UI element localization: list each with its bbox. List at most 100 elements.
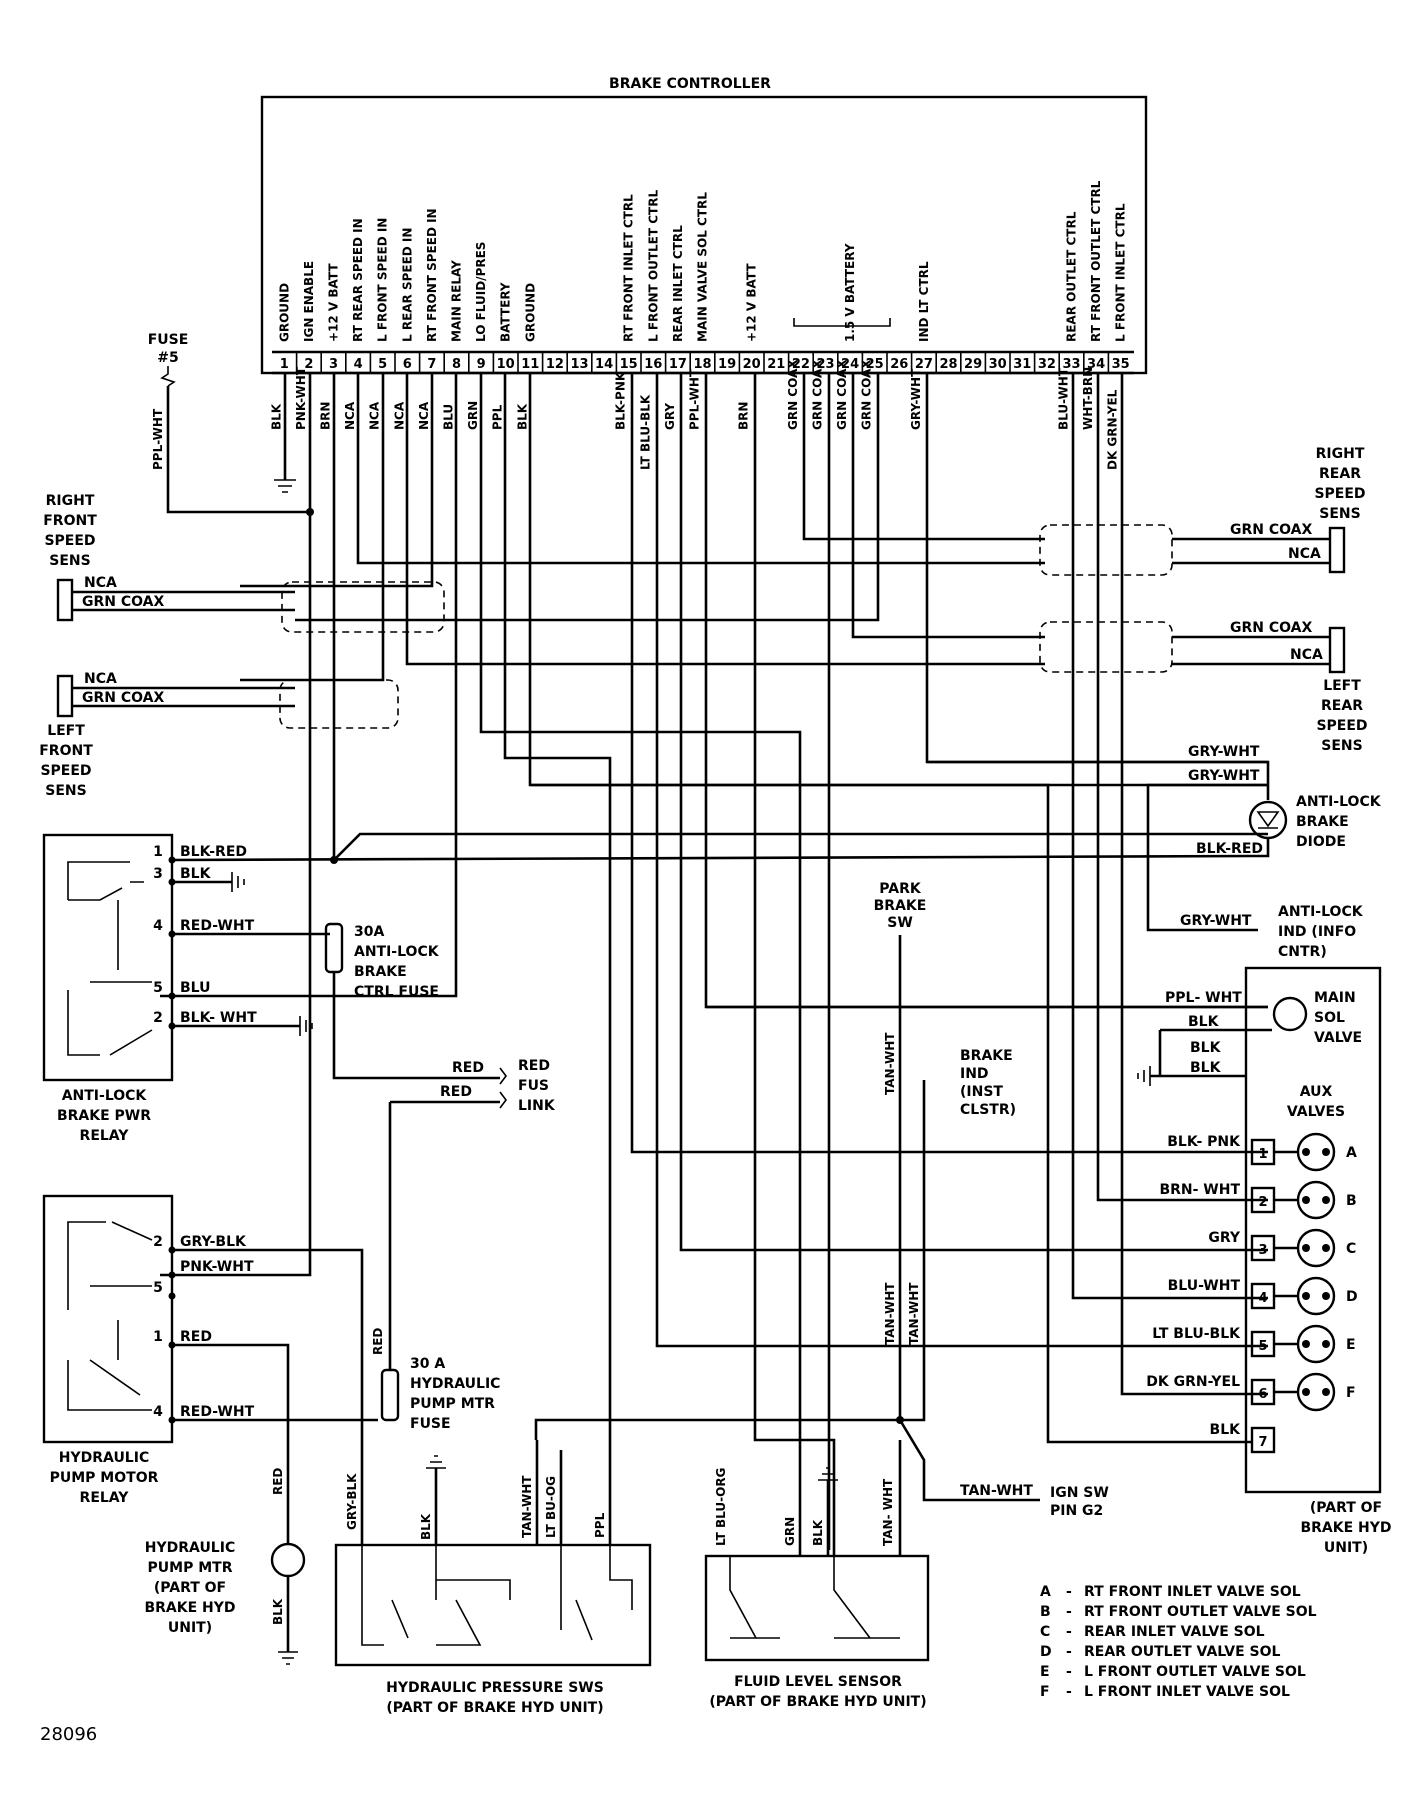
svg-text:PUMP MTR: PUMP MTR (148, 1560, 233, 1576)
pump-motor-label: HYDRAULIC PUMP MTR (PART OF BRAKE HYD UN… (144, 1540, 235, 1636)
pressure-switch-contacts (361, 1545, 633, 1646)
relay-pin-wire: BLK (180, 866, 212, 882)
pin-number: 31 (1013, 357, 1031, 372)
controller-function-label: MAIN VALVE SOL CTRL (696, 192, 710, 342)
aux-valve-letter: A (1346, 1145, 1357, 1161)
legend-dash: - (1066, 1604, 1072, 1620)
aux-valve-solenoid (1296, 1180, 1336, 1220)
svg-text:VALVES: VALVES (1287, 1104, 1345, 1120)
pin-number: 7 (427, 357, 436, 372)
relay-pin-number: 2 (153, 1234, 163, 1250)
aux-pin-wire: DK GRN-YEL (1146, 1374, 1240, 1390)
pressure-sws-label: HYDRAULIC PRESSURE SWS (PART OF BRAKE HY… (386, 1680, 604, 1716)
lf-sensor-name: LEFT FRONT SPEED SENS (39, 723, 93, 799)
ground-symbol-fls (818, 1467, 838, 1481)
main-sol-wire-1: PPL- WHT (1165, 990, 1242, 1006)
wire-pin4 (356, 373, 1045, 565)
rr-shield (1039, 524, 1173, 576)
wire-pin20 (753, 373, 836, 1556)
legend-dash: - (1066, 1644, 1072, 1660)
fls-wire-1: LT BLU-ORG (714, 1468, 728, 1546)
fuse5-symbol (160, 366, 176, 387)
pin-number: 18 (693, 357, 711, 372)
legend-dash: - (1066, 1684, 1072, 1700)
wire-pin16 (655, 373, 1268, 1348)
fus-link-symbol (499, 1067, 507, 1109)
svg-text:SPEED: SPEED (1314, 486, 1365, 502)
svg-text:HYDRAULIC PRESSURE SWS: HYDRAULIC PRESSURE SWS (386, 1680, 604, 1696)
relay-pin-wire: BLK-RED (180, 844, 247, 860)
pin-number: 32 (1038, 357, 1056, 372)
fls-wire-2: GRN (783, 1517, 797, 1546)
legend-desc: RT FRONT OUTLET VALVE SOL (1084, 1604, 1317, 1620)
controller-function-label: RT FRONT INLET CTRL (622, 194, 636, 342)
controller-function-label: REAR OUTLET CTRL (1065, 211, 1079, 342)
svg-text:FLUID LEVEL SENSOR: FLUID LEVEL SENSOR (734, 1674, 902, 1690)
legend-desc: L FRONT OUTLET VALVE SOL (1084, 1664, 1306, 1680)
legend-desc: REAR OUTLET VALVE SOL (1084, 1644, 1281, 1660)
svg-text:AUX: AUX (1300, 1084, 1333, 1100)
pin-number: 11 (521, 357, 539, 372)
controller-function-label: MAIN RELAY (450, 260, 464, 342)
controller-function-label: L REAR SPEED IN (400, 228, 414, 342)
controller-function-label: +12 V BATT (327, 263, 341, 342)
pin-wire-label: NCA (368, 401, 382, 430)
rr-wire-bottom: NCA (1288, 546, 1321, 562)
svg-text:ANTI-LOCK: ANTI-LOCK (354, 944, 440, 960)
fluid-sensor-contacts (729, 1556, 900, 1639)
pin-number: 2 (304, 357, 313, 372)
controller-function-label: IND LT CTRL (917, 261, 931, 342)
legend-key: B (1040, 1604, 1051, 1620)
svg-text:SW: SW (887, 915, 913, 931)
wire-pin22 (802, 373, 1045, 541)
pump-relay-box (42, 1194, 174, 1444)
relay-pin-wire: BLU (180, 980, 210, 996)
svg-text:REAR: REAR (1321, 698, 1363, 714)
pin-number: 22 (792, 357, 810, 372)
wire-pin17 (679, 373, 1268, 1252)
svg-text:IND: IND (960, 1066, 989, 1082)
pin-number: 14 (595, 357, 613, 372)
svg-text:(PART OF: (PART OF (154, 1580, 226, 1596)
svg-text:PIN G2: PIN G2 (1050, 1503, 1103, 1519)
pin-wire-label: BRN (319, 402, 333, 430)
anti-lock-diode-symbol (1248, 800, 1288, 840)
aux-pin-number: 4 (1258, 1291, 1267, 1306)
svg-text:IND (INFO: IND (INFO (1278, 924, 1356, 940)
pin-wire-label: NCA (392, 401, 406, 430)
rf-wire-bottom: GRN COAX (82, 594, 164, 610)
relay-pin-number: 4 (153, 1404, 163, 1420)
lf-sensor-connector (56, 674, 74, 718)
controller-function-label: LO FLUID/PRES (474, 242, 488, 342)
fus-link-wire-b: RED (440, 1084, 472, 1100)
pin-number: 33 (1062, 357, 1080, 372)
relay-pin-wire: BLK- WHT (180, 1010, 257, 1026)
pin-number: 20 (743, 357, 761, 372)
svg-text:SPEED: SPEED (1316, 718, 1367, 734)
pin-number: 16 (644, 357, 662, 372)
svg-text:FUS: FUS (518, 1078, 549, 1094)
svg-text:RIGHT: RIGHT (1316, 446, 1365, 462)
relay-pin-wire: RED-WHT (180, 1404, 255, 1420)
pin-number: 24 (841, 357, 859, 372)
aux-pin-number: 6 (1258, 1387, 1267, 1402)
pin-number: 19 (718, 357, 736, 372)
pump-motor-wire-top: RED (271, 1468, 285, 1495)
legend-desc: L FRONT INLET VALVE SOL (1084, 1684, 1290, 1700)
main-sol-symbol (1272, 996, 1308, 1032)
aux-valve-solenoid (1296, 1324, 1336, 1364)
wire-pin7 (240, 373, 434, 588)
wire-gry-blk (172, 1248, 364, 1545)
wire-pin35 (1120, 373, 1268, 1396)
pin-number: 4 (354, 357, 363, 372)
main-sol-wire-4: BLK (1190, 1060, 1222, 1076)
rf-wire-top: NCA (84, 575, 117, 591)
pin-number: 9 (477, 357, 486, 372)
diode-wire-3: BLK-RED (1196, 841, 1263, 857)
svg-text:BRAKE: BRAKE (874, 898, 927, 914)
pump-relay-switch (67, 1320, 152, 1411)
gry-wht-to-diode (927, 760, 1270, 800)
